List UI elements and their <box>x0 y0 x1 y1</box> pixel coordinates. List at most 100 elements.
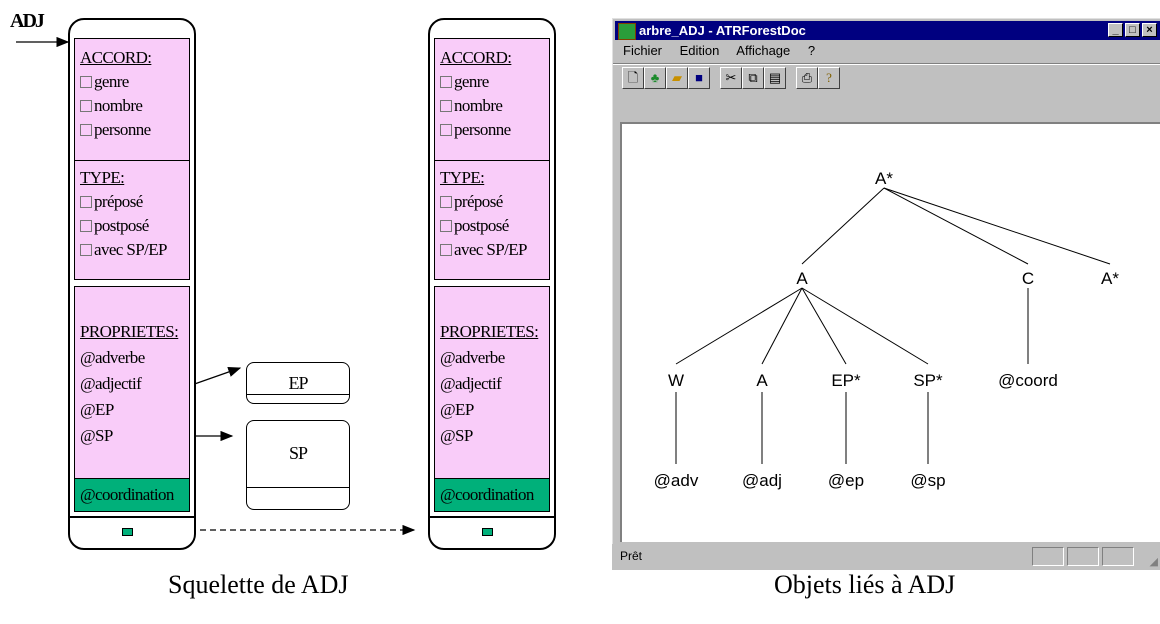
tree-node: C <box>1022 269 1034 288</box>
sp-object-box: SP <box>246 420 350 510</box>
column-divider <box>70 516 194 518</box>
type-item: avec SP/EP <box>440 239 527 260</box>
type-item: postposé <box>440 215 509 236</box>
checkbox-icon <box>80 196 92 208</box>
accord-item: personne <box>80 119 151 140</box>
accord-section: ACCORD: genre nombre personne <box>434 38 550 174</box>
proprietes-section: PROPRIETES: @adverbe @adjectif @EP @SP <box>434 286 550 480</box>
tree-node: @coord <box>998 371 1058 390</box>
menu-edition[interactable]: Edition <box>679 43 720 58</box>
ep-box-divider <box>247 394 349 395</box>
copy-icon[interactable]: ⧉ <box>742 67 764 89</box>
accord-title: ACCORD: <box>440 48 512 67</box>
tree-node: W <box>668 371 684 390</box>
minimize-icon[interactable]: _ <box>1108 23 1123 37</box>
checkbox-icon <box>440 196 452 208</box>
accord-item: nombre <box>80 95 143 116</box>
menu-divider <box>613 63 1160 65</box>
type-item: postposé <box>80 215 149 236</box>
propriete-item: @adverbe <box>440 348 505 367</box>
link-handle <box>122 528 133 536</box>
checkbox-icon <box>80 220 92 232</box>
title-bar: arbre_ADJ - ATRForestDoc _ □ × <box>615 21 1160 40</box>
tree-leaf: @adj <box>742 471 782 490</box>
proprietes-section: PROPRIETES: @adverbe @adjectif @EP @SP <box>74 286 190 480</box>
accord-item: personne <box>440 119 511 140</box>
sp-box-divider <box>247 487 349 488</box>
tree-node: A* <box>1101 269 1119 288</box>
tree-leaf: @ep <box>828 471 864 490</box>
syntax-tree: A* A C A* W A EP* SP* @coord @adv @adj @… <box>654 169 1120 490</box>
new-doc-icon[interactable]: 🗋 <box>622 67 644 89</box>
tree-icon[interactable]: ♣ <box>644 67 666 89</box>
tree-leaf: @sp <box>910 471 945 490</box>
status-text: Prêt <box>620 549 643 563</box>
proprietes-title: PROPRIETES: <box>440 322 539 341</box>
status-pane <box>1067 547 1099 566</box>
help-icon[interactable]: ? <box>818 67 840 89</box>
ep-box-label: EP <box>288 373 308 393</box>
type-item: préposé <box>80 191 143 212</box>
propriete-item: @SP <box>80 426 113 445</box>
propriete-item: @SP <box>440 426 473 445</box>
propriete-item: @adverbe <box>80 348 145 367</box>
accord-title: ACCORD: <box>80 48 152 67</box>
close-icon[interactable]: × <box>1142 23 1157 37</box>
resize-grip-icon[interactable]: ◢ <box>1149 556 1158 568</box>
open-folder-icon[interactable]: ▰ <box>666 67 688 89</box>
app-icon <box>618 23 636 40</box>
tree-node: A <box>796 269 808 288</box>
type-section: TYPE: préposé postposé avec SP/EP <box>74 160 190 280</box>
type-title: TYPE: <box>80 168 125 187</box>
menu-affichage[interactable]: Affichage <box>736 43 791 58</box>
caption-right: Objets liés à ADJ <box>774 570 956 599</box>
caption-left: Squelette de ADJ <box>168 570 349 599</box>
paste-icon[interactable]: ▤ <box>764 67 786 89</box>
coordination-section: @coordination <box>434 478 550 512</box>
checkbox-icon <box>80 76 92 88</box>
sp-box-label: SP <box>288 443 308 463</box>
status-bar: Prêt ◢ <box>612 544 1160 570</box>
adj-label: ADJ <box>10 10 45 32</box>
tree-node: EP* <box>831 371 861 390</box>
tree-leaf: @adv <box>654 471 699 490</box>
propriete-item: @adjectif <box>440 374 502 393</box>
tree-root: A* <box>875 169 893 188</box>
type-item: avec SP/EP <box>80 239 167 260</box>
propriete-item: @adjectif <box>80 374 142 393</box>
propriete-item: @EP <box>80 400 114 419</box>
column-divider <box>430 516 554 518</box>
maximize-icon[interactable]: □ <box>1125 23 1140 37</box>
checkbox-icon <box>80 244 92 256</box>
accord-item: genre <box>80 71 129 92</box>
status-pane <box>1032 547 1064 566</box>
tree-node: SP* <box>913 371 943 390</box>
menu-fichier[interactable]: Fichier <box>623 43 663 58</box>
type-item: préposé <box>440 191 503 212</box>
type-section: TYPE: préposé postposé avec SP/EP <box>434 160 550 280</box>
coordination-section: @coordination <box>74 478 190 512</box>
status-pane <box>1102 547 1134 566</box>
cut-icon[interactable]: ✂ <box>720 67 742 89</box>
adj-skeleton-right: ACCORD: genre nombre personne TYPE: prép… <box>428 18 556 550</box>
coordination-label: @coordination <box>80 485 174 504</box>
type-title: TYPE: <box>440 168 485 187</box>
menu-help[interactable]: ? <box>807 43 816 58</box>
adj-skeleton-left: ACCORD: genre nombre personne TYPE: prép… <box>68 18 196 550</box>
menu-bar: Fichier Edition Affichage ? <box>623 43 829 58</box>
checkbox-icon <box>80 100 92 112</box>
print-icon[interactable]: ⎙ <box>796 67 818 89</box>
checkbox-icon <box>440 100 452 112</box>
coordination-label: @coordination <box>440 485 534 504</box>
window-title: arbre_ADJ - ATRForestDoc <box>639 23 806 38</box>
accord-item: nombre <box>440 95 503 116</box>
checkbox-icon <box>440 220 452 232</box>
checkbox-icon <box>440 244 452 256</box>
checkbox-icon <box>440 124 452 136</box>
tree-canvas: A* A C A* W A EP* SP* @coord @adv @adj @… <box>620 122 1160 542</box>
accord-item: genre <box>440 71 489 92</box>
tree-node: A <box>756 371 768 390</box>
ep-object-box: EP <box>246 362 350 404</box>
propriete-item: @EP <box>440 400 474 419</box>
save-icon[interactable]: ■ <box>688 67 710 89</box>
